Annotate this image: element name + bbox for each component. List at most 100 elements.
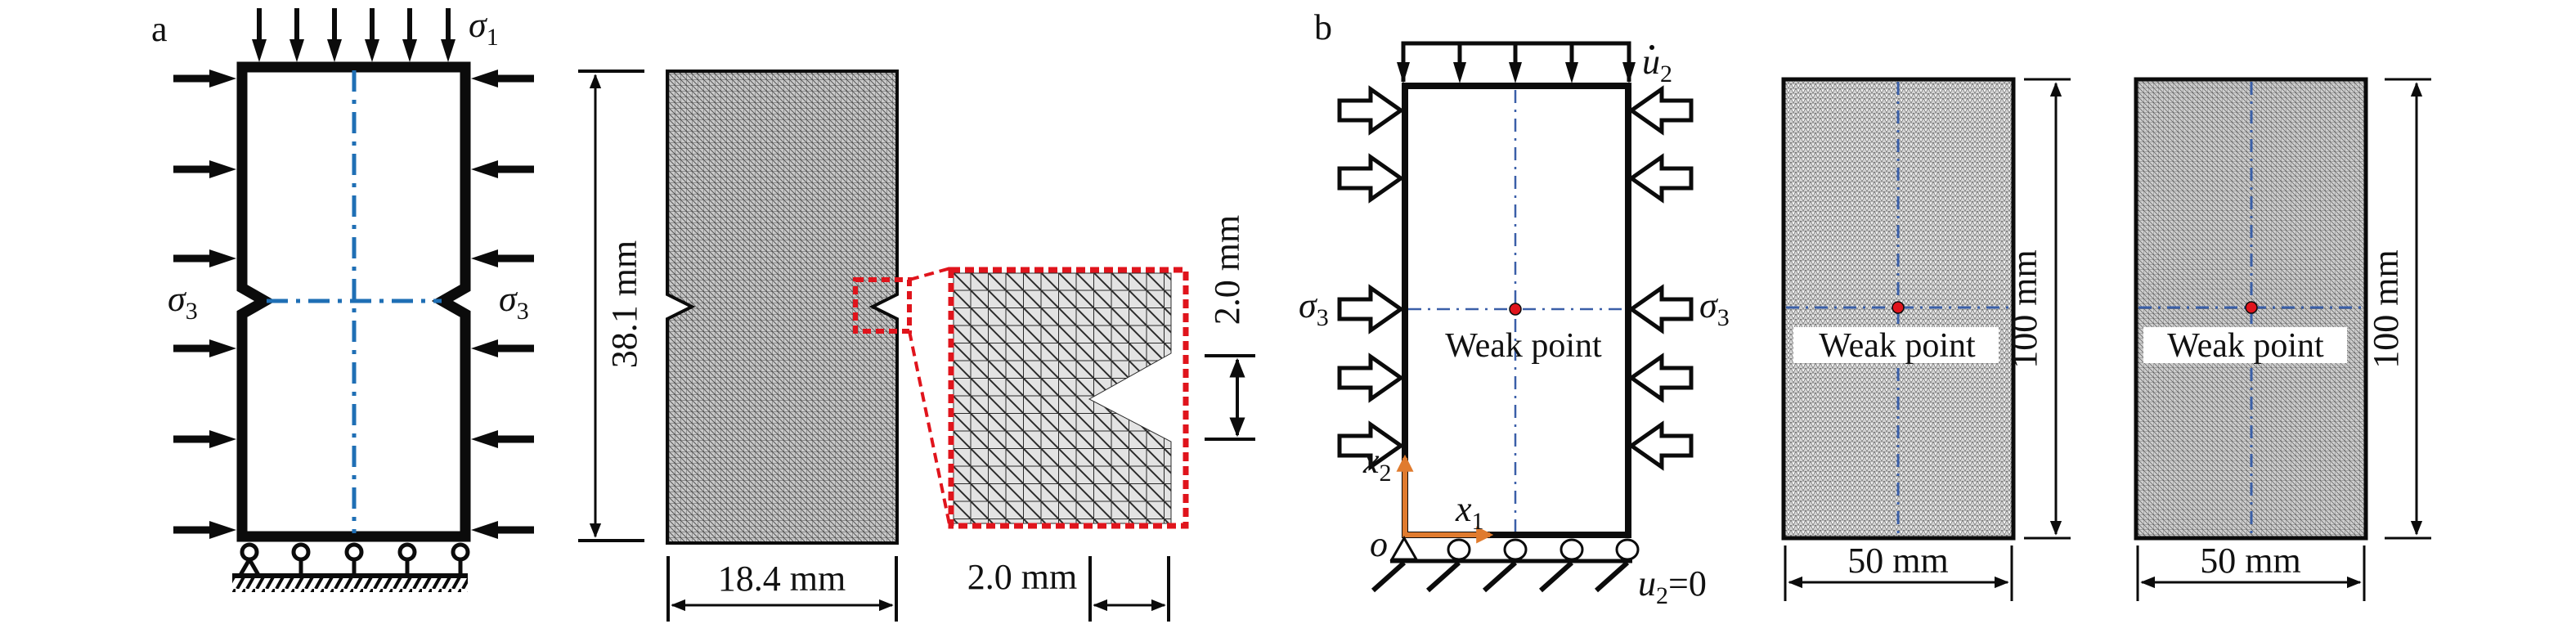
load-arrow-head: [327, 39, 342, 62]
x2-subscript: 2: [1380, 460, 1392, 487]
sigma3-subscript: 3: [186, 298, 198, 325]
weak-point-label-mesh1: Weak point: [1819, 327, 1976, 365]
displacement-arrow-head: [1397, 62, 1410, 83]
sigma3-symbol: σ: [168, 279, 187, 319]
specimen-outline-a: [236, 61, 471, 542]
left-load-arrow-head: [209, 521, 236, 539]
u2-rate-symbol: u: [1642, 42, 1660, 82]
load-arrow-head: [252, 39, 267, 62]
sigma1-label: σ1: [469, 5, 499, 51]
panel-label-b: b: [1314, 7, 1332, 47]
u2-bc-subscript: 2: [1656, 582, 1668, 609]
left-load-arrow-head: [209, 339, 236, 357]
weak-point-marker-mesh2: [2245, 301, 2258, 314]
inset-leader-bottom: [908, 330, 952, 529]
x1-symbol: x: [1455, 489, 1472, 529]
roller-support: [291, 542, 311, 562]
right-hollow-arrow: [1627, 284, 1694, 334]
mesh1-width-label: 50 mm: [1847, 541, 1948, 581]
load-arrow-head: [402, 39, 417, 62]
u2-rate-label: u2: [1642, 42, 1672, 88]
inset-frame: [948, 267, 1189, 529]
right-load-arrow-head: [471, 70, 498, 88]
height-label-a: 38.1 mm: [604, 240, 644, 368]
time-derivative-dot: [1649, 45, 1654, 50]
sigma3-right-label-b: σ3: [1699, 285, 1730, 331]
right-hollow-arrow: [1627, 420, 1694, 471]
displacement-arrow-head: [1565, 62, 1578, 83]
u2-bc-label: u2=0: [1638, 563, 1707, 609]
roller-support: [344, 542, 364, 562]
load-arrow-head: [365, 39, 379, 62]
sigma3-symbol: σ: [1699, 285, 1719, 325]
displacement-arrow-head: [1622, 62, 1636, 83]
weak-point-label-b: Weak point: [1445, 327, 1602, 365]
left-load-arrow-head: [209, 249, 236, 267]
left-hollow-arrow: [1337, 153, 1405, 204]
load-arrow-head: [441, 39, 456, 62]
ground-hatch-stroke: [1538, 560, 1574, 593]
right-hollow-arrow: [1627, 153, 1694, 204]
right-hollow-arrow: [1627, 352, 1694, 403]
height-dimension-a: [578, 70, 644, 542]
lateral-load-arrows-a: [173, 70, 534, 539]
ground-hatch-stroke: [1482, 560, 1518, 593]
mesh1-height-dimension: [2024, 78, 2071, 540]
right-hollow-arrow: [1627, 85, 1694, 136]
pin-legs: [238, 558, 261, 577]
panel-b: b u2 Weak point σ3 σ3 x2 x1 o: [1299, 7, 2431, 609]
sigma3-subscript: 3: [1717, 304, 1730, 331]
sigma3-left-label-a: σ3: [168, 279, 198, 325]
ground-hatch-b: [1371, 560, 1630, 593]
displacement-arrows: [1397, 43, 1636, 83]
u2-bc-symbol: u: [1638, 563, 1656, 604]
notch-depth-label: 2.0 mm: [967, 557, 1077, 597]
width-dimension-a: [666, 556, 898, 622]
x1-subscript: 1: [1472, 508, 1484, 535]
right-load-arrow-head: [471, 430, 498, 448]
notch-depth-dimension: [1088, 556, 1170, 622]
right-load-arrow-head: [471, 160, 498, 178]
mesh2-height-label: 100 mm: [2366, 249, 2406, 368]
mesh-specimen-a: [666, 70, 899, 545]
axial-load-arrows: [252, 8, 456, 62]
left-hollow-arrow: [1337, 284, 1405, 334]
notch-highlight-box: [853, 277, 912, 334]
sigma3-left-label-b: σ3: [1299, 285, 1329, 331]
u2-bc-value: =0: [1668, 563, 1707, 604]
inset-mesh: [953, 272, 1172, 524]
sigma3-symbol: σ: [1299, 285, 1318, 325]
width-label-a: 18.4 mm: [718, 559, 846, 599]
weak-point-label-mesh2: Weak point: [2167, 327, 2324, 365]
roller-support: [1503, 538, 1528, 561]
mesh-unstructured: Weak point: [1781, 77, 2016, 541]
roller-support: [397, 542, 417, 562]
u2-rate-subscript: 2: [1660, 61, 1672, 88]
displacement-arrow-head: [1453, 62, 1466, 83]
mesh1-height-label: 100 mm: [2004, 249, 2044, 368]
sigma3-subscript: 3: [517, 298, 529, 325]
panel-label-a: a: [151, 9, 168, 49]
load-arrow-head: [289, 39, 304, 62]
x1-label: x1: [1455, 489, 1484, 535]
ground-hatch-stroke: [1425, 560, 1461, 593]
mesh2-height-dimension: [2385, 78, 2431, 540]
roller-support: [240, 542, 259, 562]
roller-support: [451, 542, 470, 562]
roller-support: [1615, 538, 1640, 561]
sigma1-symbol: σ: [469, 5, 488, 45]
ground-hatch-stroke: [1371, 560, 1407, 593]
roller-support: [1560, 538, 1584, 561]
mesh1-width-dimension: [1784, 545, 2013, 601]
x2-label: x2: [1362, 441, 1392, 487]
x2-symbol: x: [1362, 441, 1380, 481]
roller-supports-a: [238, 542, 470, 577]
inset-leader-top: [909, 267, 951, 281]
sigma3-subscript: 3: [1317, 304, 1329, 331]
notch-height-dimension: [1205, 354, 1255, 441]
origin-label: o: [1370, 524, 1388, 564]
displacement-arrow-head: [1509, 62, 1522, 83]
mesh2-width-dimension: [2136, 545, 2366, 601]
left-load-arrow-head: [209, 70, 236, 88]
